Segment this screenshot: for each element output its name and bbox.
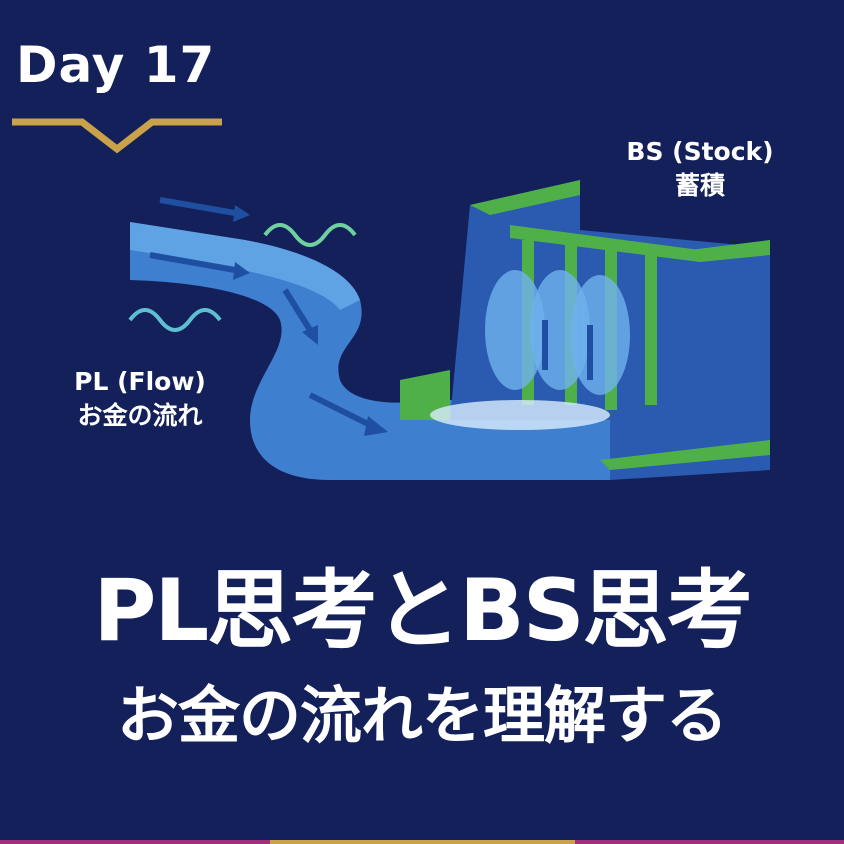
pl-label-line2: お金の流れ (77, 401, 203, 430)
bottom-strip-center (270, 840, 575, 844)
pl-flow-label: PL (Flow) お金の流れ (40, 365, 240, 433)
subtitle: お金の流れを理解する (116, 679, 728, 752)
bottom-strip-left (0, 840, 270, 844)
bs-label-line1: BS (Stock) (626, 137, 774, 166)
flow-dam-illustration (128, 180, 770, 480)
bs-stock-label: BS (Stock) 蓄積 (600, 135, 800, 203)
main-title: PL思考とBS思考 (93, 561, 752, 661)
gold-chevron-divider (12, 118, 222, 154)
pl-label-line1: PL (Flow) (74, 367, 206, 396)
day-badge: Day 17 (16, 36, 216, 94)
bottom-strip-right (575, 840, 844, 844)
bs-label-line2: 蓄積 (674, 171, 725, 200)
